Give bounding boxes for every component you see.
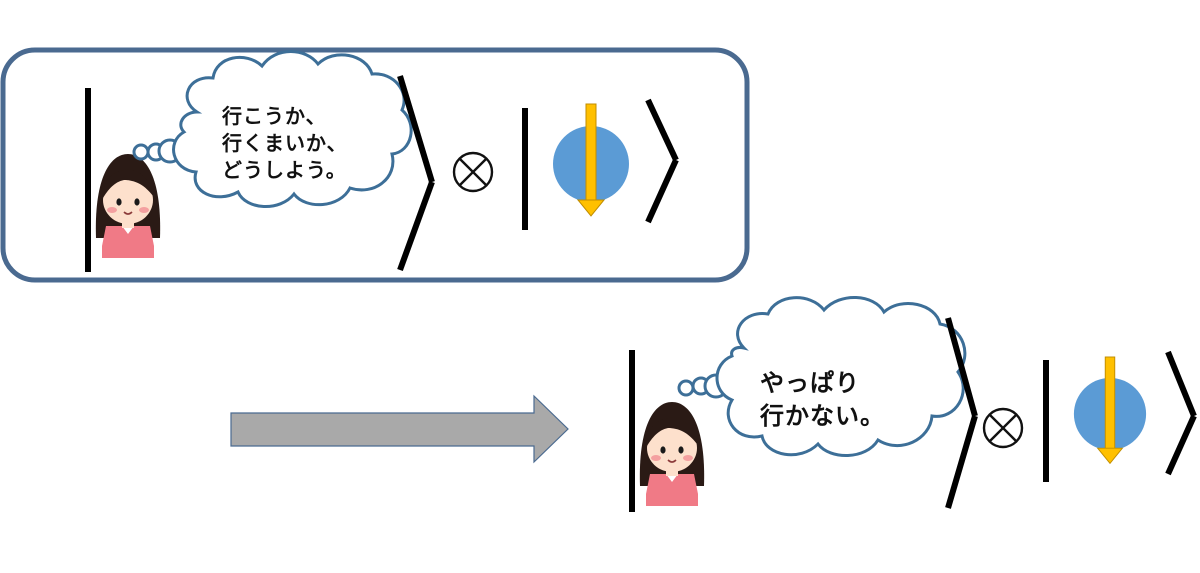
thought-text-before: 行こうか、 行くまいか、 どうしよう。 bbox=[222, 103, 348, 184]
ket-right-angle-bottom-after bbox=[945, 415, 978, 509]
thought-line: どうしよう。 bbox=[222, 158, 347, 182]
spin-ket-angle-top-after bbox=[1165, 350, 1197, 418]
transition-arrow-icon bbox=[230, 394, 569, 464]
ket-right-angle-bottom bbox=[397, 180, 435, 272]
spin-ket-angle-top bbox=[645, 98, 679, 162]
ket-right-angle-top-after bbox=[945, 317, 978, 417]
thought-line: 行くまいか、 bbox=[222, 131, 348, 155]
spin-ket-angle-bottom-after bbox=[1165, 414, 1197, 476]
ket-right-angle-top bbox=[397, 75, 435, 183]
tensor-product-icon-after bbox=[982, 407, 1024, 449]
thought-line: 行こうか、 bbox=[222, 104, 327, 128]
girl-thinking-icon-after bbox=[639, 401, 705, 507]
thought-line: やっぱり bbox=[760, 369, 860, 397]
thought-text-after: やっぱり 行かない。 bbox=[760, 367, 885, 433]
thought-line: 行かない。 bbox=[760, 402, 885, 430]
spin-ket-angle-bottom bbox=[645, 158, 679, 224]
thought-cloud-icon bbox=[172, 50, 413, 208]
thought-cloud-icon-after bbox=[715, 296, 967, 457]
spin-down-sphere-icon-after bbox=[1073, 356, 1147, 464]
